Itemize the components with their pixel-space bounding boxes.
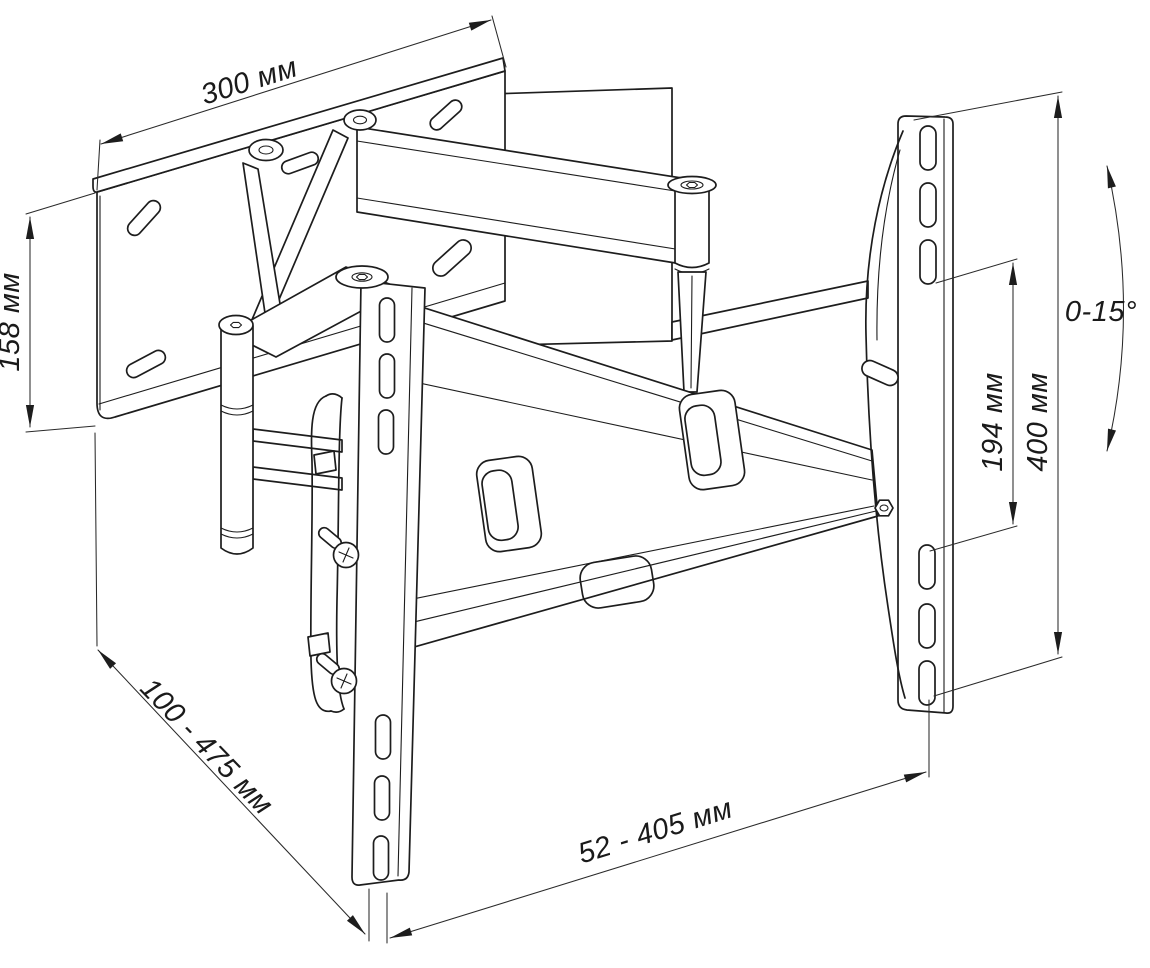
mount-slot bbox=[125, 349, 167, 379]
bracket-clip-bottom bbox=[307, 632, 331, 657]
elbow-hex-socket bbox=[685, 181, 699, 189]
rail-body bbox=[897, 115, 954, 714]
wall-pivot-washer bbox=[248, 138, 284, 162]
rail-slot bbox=[378, 297, 396, 343]
tilt-range-arc bbox=[1106, 165, 1125, 452]
rail-pivot-hex bbox=[355, 273, 369, 281]
extension-lines-194 bbox=[929, 258, 1018, 552]
mount-slot bbox=[280, 151, 320, 175]
extension-lines-52-405 bbox=[386, 699, 930, 944]
rail-slot bbox=[372, 835, 390, 881]
fork-link-upper bbox=[252, 428, 343, 453]
pivot-hex-socket bbox=[229, 321, 243, 329]
mount-slot bbox=[126, 199, 162, 237]
wall-pivot-washer-2 bbox=[343, 109, 377, 131]
cheek-hook-slot bbox=[861, 359, 899, 387]
extension-lines-100-475 bbox=[94, 432, 370, 942]
bolt-hex-head bbox=[874, 499, 894, 517]
rail-slot bbox=[374, 714, 392, 760]
rail-slot bbox=[373, 775, 391, 821]
dim-label-hole-spacing: 194 мм bbox=[977, 372, 1009, 471]
rail-slot bbox=[919, 239, 937, 285]
panel-fold-lines bbox=[367, 305, 877, 634]
handle-cutout-left bbox=[475, 455, 543, 553]
dimension-line-100-475 bbox=[97, 649, 366, 935]
rail-pivot-washer bbox=[335, 265, 389, 289]
handle-cutout-right bbox=[678, 389, 746, 491]
dim-label-tilt-range: 0-15° bbox=[1065, 296, 1137, 328]
screw-cross bbox=[338, 547, 354, 563]
tilt-cheek-blade bbox=[864, 130, 906, 699]
rail-slot bbox=[378, 353, 396, 399]
upper-arm-folds bbox=[356, 140, 689, 252]
tv-rail-right bbox=[861, 115, 954, 714]
tilt-cheek-fold bbox=[876, 149, 901, 341]
pivot-column bbox=[220, 325, 254, 555]
dim-label-wall-plate-height: 158 мм bbox=[0, 272, 26, 371]
rail-slot bbox=[918, 603, 936, 649]
cutout-roller bbox=[481, 469, 519, 542]
tv-rail-left bbox=[307, 265, 426, 886]
dim-label-horizontal-adjust: 52 - 405 мм bbox=[574, 793, 736, 871]
bracket-clip-top bbox=[313, 450, 337, 475]
lower-arm-linkage bbox=[218, 109, 403, 555]
rail-slots bbox=[372, 297, 396, 881]
cable-clip bbox=[579, 555, 655, 609]
dim-label-bracket-height: 400 мм bbox=[1022, 372, 1054, 471]
rail-slots bbox=[918, 125, 937, 706]
extension-lines-300 bbox=[96, 15, 507, 191]
elbow-link-fold bbox=[690, 275, 693, 389]
dimension-line-52-405 bbox=[389, 771, 927, 939]
elbow-pivot-bore bbox=[680, 180, 704, 190]
upper-arm bbox=[356, 126, 869, 393]
mount-slot bbox=[432, 239, 472, 277]
rail-slot bbox=[377, 409, 395, 455]
tv-crossbar-panel bbox=[367, 289, 879, 661]
rail-slot bbox=[919, 125, 937, 171]
attachment-bolt bbox=[874, 499, 894, 517]
dimension-line-300 bbox=[100, 19, 492, 145]
extension-lines-400 bbox=[913, 91, 1063, 697]
wall-pivot-bore bbox=[258, 145, 274, 155]
dim-label-wall-plate-width: 300 мм bbox=[197, 51, 301, 111]
rail-slot bbox=[919, 182, 937, 228]
bolt-center bbox=[879, 504, 889, 512]
rail-pivot-bore bbox=[351, 272, 373, 282]
rear-crossbar bbox=[671, 280, 869, 341]
extension-lines-158 bbox=[25, 192, 96, 433]
rail-slot bbox=[918, 660, 936, 706]
rail-slot bbox=[918, 544, 936, 590]
dim-label-extension-range: 100 - 475 мм bbox=[134, 672, 280, 821]
elbow-pivot-cylinder bbox=[674, 185, 710, 269]
elbow-pivot-washer bbox=[667, 175, 717, 195]
pivot-column-cap bbox=[218, 314, 254, 336]
pivot-column-rings bbox=[220, 404, 254, 539]
cutout-roller bbox=[684, 404, 722, 477]
